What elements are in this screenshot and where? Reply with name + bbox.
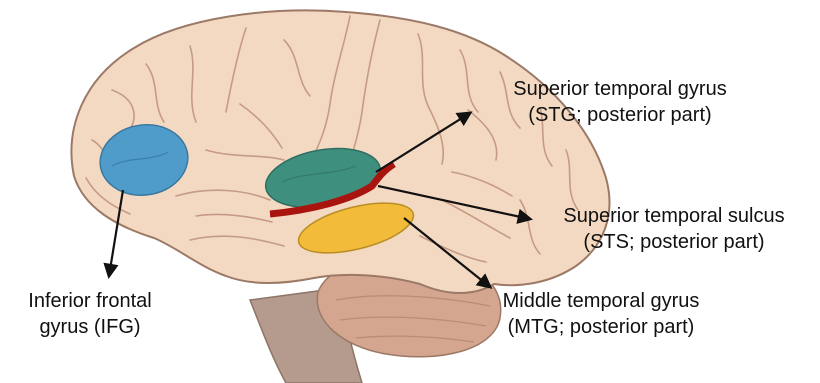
stg-label-line1: Superior temporal gyrus	[470, 76, 770, 102]
sts-label-line1: Superior temporal sulcus	[528, 203, 820, 229]
ifg-label-line1: Inferior frontal	[0, 288, 180, 314]
mtg-label-line2: (MTG; posterior part)	[466, 314, 736, 340]
stg-label: Superior temporal gyrus (STG; posterior …	[470, 76, 770, 128]
sts-label: Superior temporal sulcus (STS; posterior…	[528, 203, 820, 255]
ifg-label: Inferior frontal gyrus (IFG)	[0, 288, 180, 340]
ifg-label-line2: gyrus (IFG)	[0, 314, 180, 340]
mtg-label: Middle temporal gyrus (MTG; posterior pa…	[466, 288, 736, 340]
stg-label-line2: (STG; posterior part)	[470, 102, 770, 128]
mtg-label-line1: Middle temporal gyrus	[466, 288, 736, 314]
sts-label-line2: (STS; posterior part)	[528, 229, 820, 255]
